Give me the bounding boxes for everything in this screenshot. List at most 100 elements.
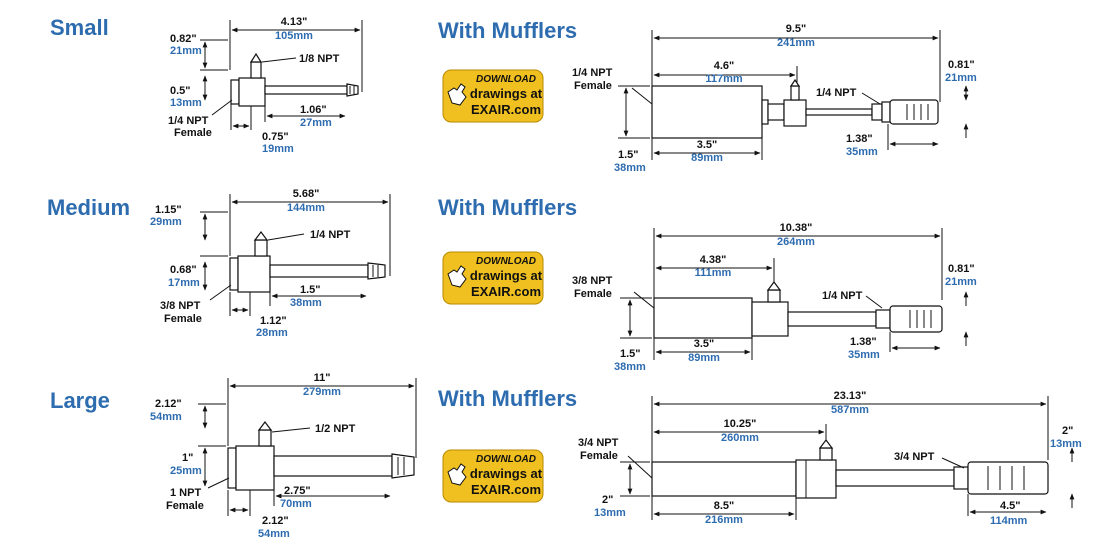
small-tube-mm: 27mm (300, 117, 332, 129)
small-overall-in: 4.13" (281, 16, 308, 28)
medium-muffler-tip-in: 1.38" (850, 336, 877, 348)
download-button-small[interactable]: DOWNLOAD drawings at EXAIR.com (442, 69, 544, 123)
small-height-in: 0.5" (170, 85, 191, 97)
small-muffler-overall-mm: 241mm (777, 37, 815, 49)
large-inlet-label: 1 NPT (170, 487, 201, 499)
medium-muffler-port-in: 4.38" (700, 254, 727, 266)
medium-muffler-inlet-label: 3/8 NPT (572, 275, 613, 287)
large-height-mm: 25mm (170, 465, 202, 477)
svg-text:drawings at: drawings at (470, 268, 543, 283)
large-muffler-port-in: 10.25" (724, 418, 757, 430)
small-tube-in: 1.06" (300, 104, 327, 116)
large-overall-in: 11" (314, 372, 331, 384)
large-overall-mm: 279mm (303, 386, 341, 398)
large-muffler-end-mm: 13mm (1050, 438, 1082, 450)
medium-overall-in: 5.68" (293, 188, 320, 200)
small-muffler-inlet-label: 1/4 NPT (572, 67, 613, 79)
small-muffler-dia-in: 1.5" (618, 149, 639, 161)
large-drawing: 11" 279mm 2.12" 54mm 1" 25mm 1/2 NPT 2.7… (150, 372, 417, 540)
medium-tube-in: 1.5" (300, 284, 321, 296)
small-side-mm: 21mm (170, 45, 202, 57)
download-button-medium[interactable]: DOWNLOAD drawings at EXAIR.com (442, 251, 544, 305)
small-muffler-port-in: 4.6" (714, 60, 735, 72)
small-side-in: 0.82" (170, 33, 197, 45)
small-muffler-port-label: 1/4 NPT (816, 87, 857, 99)
svg-text:DOWNLOAD: DOWNLOAD (476, 74, 536, 85)
large-muffler-tip-in: 4.5" (1000, 500, 1021, 512)
medium-muffler-port-mm: 111mm (695, 267, 732, 279)
large-muffler-body-in: 8.5" (714, 500, 735, 512)
large-side-mm: 54mm (150, 411, 182, 423)
medium-muffler-dia-mm: 38mm (614, 361, 646, 373)
small-muffler-body-mm: 89mm (691, 152, 723, 164)
large-muffler-overall-in: 23.13" (834, 390, 867, 402)
svg-text:drawings at: drawings at (470, 86, 543, 101)
medium-side-in: 1.15" (155, 204, 182, 216)
small-muffler-inlet-label-2: Female (574, 80, 612, 92)
svg-text:EXAIR.com: EXAIR.com (471, 482, 541, 497)
small-body-in: 0.75" (262, 131, 289, 143)
hand-pointer-icon (447, 265, 467, 288)
medium-side-mm: 29mm (150, 216, 182, 228)
small-muffler-port-mm: 117mm (705, 73, 743, 85)
svg-text:EXAIR.com: EXAIR.com (471, 102, 541, 117)
large-body-in: 2.12" (262, 515, 289, 527)
large-muffler-drawing: 23.13" 587mm 10.25" 260mm 3/4 NPT 2" 13m… (578, 390, 1082, 527)
medium-inlet-label-2: Female (164, 313, 202, 325)
small-drawing: 4.13" 105mm 0.82" 21mm 0.5" 13mm 1/8 NPT… (168, 16, 363, 155)
medium-body-mm: 28mm (256, 327, 288, 339)
large-muffler-port-mm: 260mm (721, 432, 759, 444)
title-large-mufflers: With Mufflers (438, 386, 577, 411)
title-large: Large (50, 388, 110, 413)
small-body-mm: 19mm (262, 143, 294, 155)
large-muffler-overall-mm: 587mm (831, 404, 869, 416)
medium-muffler-overall-mm: 264mm (777, 236, 815, 248)
large-tube-mm: 70mm (280, 498, 312, 510)
medium-muffler-tip-mm: 35mm (848, 349, 880, 361)
small-muffler-tip-in: 1.38" (846, 133, 873, 145)
small-muffler-drawing: 9.5" 241mm 4.6" 117mm 1/4 NPT 0.81" 21mm… (572, 23, 977, 174)
small-height-mm: 13mm (170, 97, 202, 109)
large-muffler-body-mm: 216mm (705, 514, 743, 526)
medium-muffler-dia-in: 1.5" (620, 348, 641, 360)
title-small-mufflers: With Mufflers (438, 18, 577, 43)
medium-port-label: 1/4 NPT (310, 229, 351, 241)
medium-muffler-drawing: 10.38" 264mm 4.38" 111mm 1/4 NPT 0.81" 2… (572, 222, 977, 373)
svg-text:drawings at: drawings at (470, 466, 543, 481)
download-button-large[interactable]: DOWNLOAD drawings at EXAIR.com (442, 449, 544, 503)
large-muffler-dia-in: 2" (602, 494, 613, 506)
medium-muffler-body-in: 3.5" (694, 338, 715, 350)
medium-muffler-inlet-label-2: Female (574, 288, 612, 300)
small-muffler-tip-mm: 35mm (846, 146, 878, 158)
medium-muffler-end-in: 0.81" (948, 263, 975, 275)
large-body-mm: 54mm (258, 528, 290, 540)
svg-text:EXAIR.com: EXAIR.com (471, 284, 541, 299)
large-muffler-end-in: 2" (1062, 425, 1073, 437)
small-port-label: 1/8 NPT (299, 53, 340, 65)
small-muffler-end-mm: 21mm (945, 72, 977, 84)
large-port-label: 1/2 NPT (315, 423, 356, 435)
medium-muffler-end-mm: 21mm (945, 276, 977, 288)
large-height-in: 1" (182, 452, 193, 464)
small-inlet-label: 1/4 NPT (168, 115, 209, 127)
medium-drawing: 5.68" 144mm 1.15" 29mm 0.68" 17mm 1/4 NP… (150, 188, 391, 339)
title-small: Small (50, 15, 109, 40)
medium-height-in: 0.68" (170, 264, 197, 276)
svg-text:DOWNLOAD: DOWNLOAD (476, 256, 536, 267)
hand-pointer-icon (447, 463, 467, 486)
title-medium-mufflers: With Mufflers (438, 195, 577, 220)
small-inlet-label-2: Female (174, 127, 212, 139)
small-muffler-end-in: 0.81" (948, 59, 975, 71)
large-muffler-port-label: 3/4 NPT (894, 451, 935, 463)
large-muffler-inlet-label: 3/4 NPT (578, 437, 619, 449)
large-side-in: 2.12" (155, 398, 182, 410)
medium-overall-mm: 144mm (287, 202, 325, 214)
svg-text:DOWNLOAD: DOWNLOAD (476, 454, 536, 465)
small-overall-mm: 105mm (275, 30, 313, 42)
large-inlet-label-2: Female (166, 500, 204, 512)
small-muffler-dia-mm: 38mm (614, 162, 646, 174)
medium-inlet-label: 3/8 NPT (160, 300, 201, 312)
large-muffler-dia-mm: 13mm (594, 507, 626, 519)
